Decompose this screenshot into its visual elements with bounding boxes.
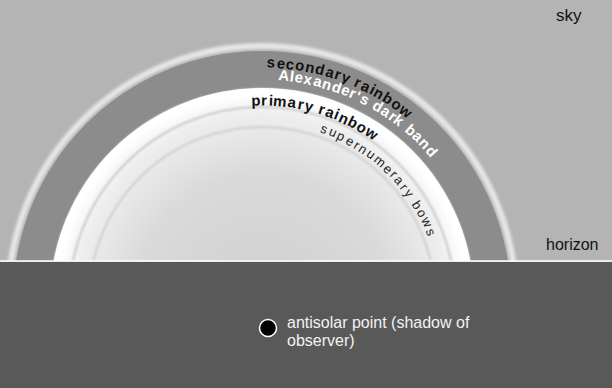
primary-edge xyxy=(53,91,471,261)
ground xyxy=(0,262,612,388)
supernumerary-bow xyxy=(69,107,455,261)
antisolar-dot xyxy=(260,320,277,337)
dark-band xyxy=(13,51,511,261)
horizon-line xyxy=(0,260,612,262)
secondary-bow xyxy=(8,46,516,261)
sky-label: sky xyxy=(556,6,582,26)
primary-bow xyxy=(50,88,474,261)
supernumerary-bow xyxy=(89,127,435,261)
antisolar-label: antisolar point (shadow of observer) xyxy=(287,314,477,351)
horizon-label: horizon xyxy=(546,236,598,254)
